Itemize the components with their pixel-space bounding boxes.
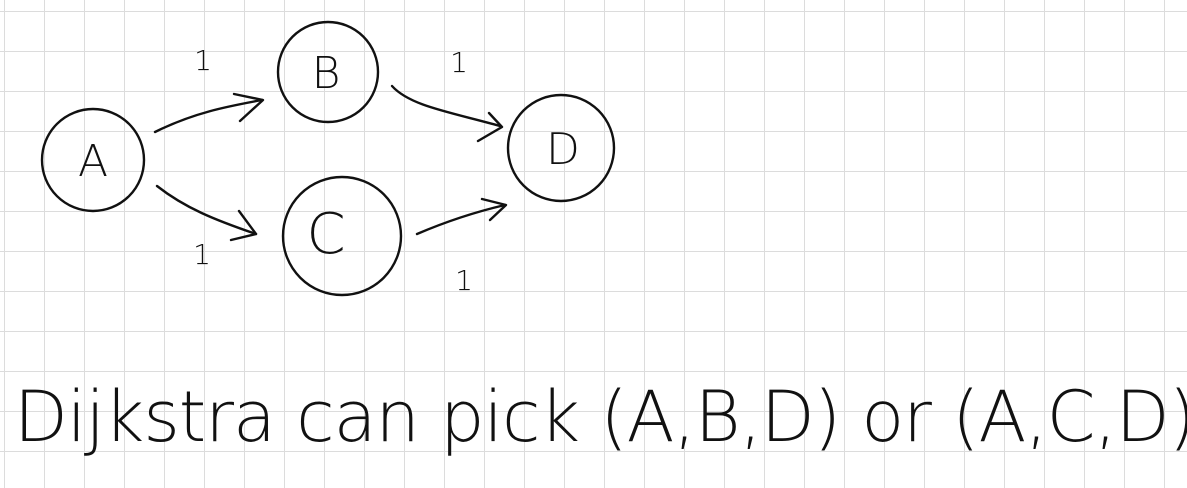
edge-a-c-line (155, 184, 258, 236)
node-c-label: C (306, 202, 345, 267)
node-b: B (276, 20, 380, 124)
edge-b-d-weight: 1 (450, 46, 468, 79)
edge-a-b-line (153, 98, 264, 134)
node-a-label: A (78, 136, 108, 187)
edge-c-d-line (415, 203, 507, 236)
dijkstra-note: Dijkstra can pick (A,B,D) or (A,C,D) (14, 376, 1187, 458)
edge-c-d-arrowhead (480, 197, 508, 222)
node-c-circle (281, 175, 403, 297)
edge-a-c-arrowhead (229, 209, 258, 242)
node-b-circle (276, 20, 380, 124)
edge-a-b-arrowhead (232, 92, 265, 123)
node-d-circle (506, 93, 616, 203)
node-c: C (281, 175, 403, 297)
node-a: A (40, 107, 146, 213)
edge-c-d: 1 (415, 197, 508, 297)
edge-a-c: 1 (155, 184, 258, 271)
node-a-circle (40, 107, 146, 213)
edge-b-d-line (390, 84, 502, 128)
edge-b-d: 1 (390, 46, 504, 143)
node-b-label: B (312, 48, 341, 99)
edge-a-b-weight: 1 (194, 44, 212, 77)
edge-c-d-weight: 1 (455, 264, 473, 297)
node-d: D (506, 93, 616, 203)
edge-a-c-weight: 1 (193, 238, 211, 271)
edge-a-b: 1 (153, 44, 265, 134)
edge-b-d-arrowhead (476, 111, 504, 143)
node-d-label: D (546, 124, 580, 175)
